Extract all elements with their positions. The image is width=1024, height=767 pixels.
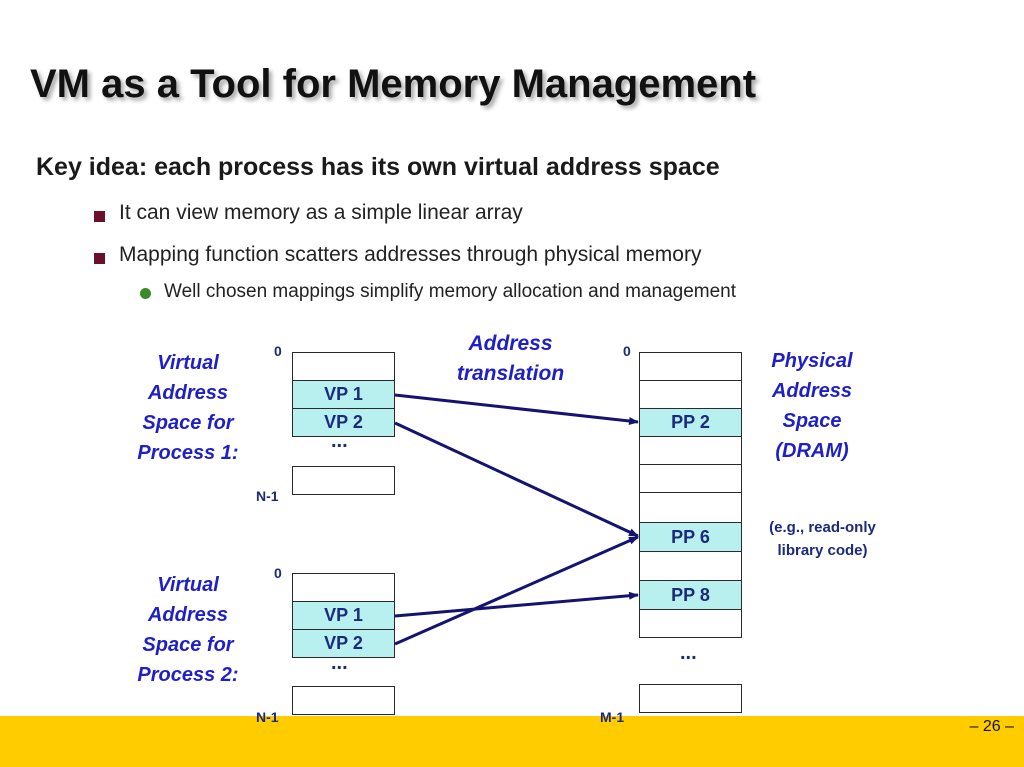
pas-pp8: PP 8 bbox=[639, 580, 742, 610]
vas1-label-line: Virtual bbox=[157, 352, 219, 374]
vas1-page-last bbox=[292, 466, 395, 495]
pas-label-line: Space bbox=[782, 410, 842, 432]
pas-label-line: Physical bbox=[771, 350, 853, 372]
bullet-square-icon bbox=[94, 211, 105, 222]
vas1-ellipsis: ... bbox=[331, 430, 348, 452]
footer-bar bbox=[0, 716, 1024, 767]
vas2-label-line: Virtual bbox=[157, 574, 219, 596]
pas-ellipsis: ... bbox=[680, 642, 697, 664]
library-code-note: (e.g., read-only library code) bbox=[750, 516, 895, 562]
pas-label-line: Address bbox=[771, 380, 853, 402]
address-translation-line: translation bbox=[456, 362, 565, 385]
sub-bullet-1: Well chosen mappings simplify memory all… bbox=[164, 281, 737, 302]
pas-page bbox=[639, 609, 742, 638]
note-line: library code) bbox=[777, 542, 868, 559]
slide-number: – 26 – bbox=[969, 718, 1014, 735]
vas1-label-line: Space for bbox=[142, 412, 234, 434]
vas2-label-line: Process 2: bbox=[137, 664, 239, 686]
vas2-label: Virtual Address Space for Process 2: bbox=[118, 570, 258, 690]
pas-pp6: PP 6 bbox=[639, 522, 742, 552]
pas-page-last bbox=[639, 684, 742, 713]
slide-title: VM as a Tool for Memory Management bbox=[30, 62, 757, 106]
vas2-label-line: Address bbox=[147, 604, 229, 626]
pas-page bbox=[639, 436, 742, 465]
arrow-p2vp2-pp6 bbox=[394, 535, 639, 646]
vas1-vp2: VP 2 bbox=[292, 408, 395, 437]
vas2-vp2: VP 2 bbox=[292, 629, 395, 658]
note-line: (e.g., read-only bbox=[769, 519, 876, 536]
bullet-dot-icon bbox=[140, 288, 151, 299]
vas1-label: Virtual Address Space for Process 1: bbox=[118, 348, 258, 468]
pas-label-line: (DRAM) bbox=[775, 440, 849, 462]
vas2-n-minus-1-label: N-1 bbox=[256, 709, 279, 725]
pas-pp2: PP 2 bbox=[639, 408, 742, 437]
vas2-zero-label: 0 bbox=[274, 565, 282, 581]
bullet-1: It can view memory as a simple linear ar… bbox=[119, 201, 523, 224]
vas1-label-line: Address bbox=[147, 382, 229, 404]
pas-page bbox=[639, 492, 742, 523]
vas2-page-last bbox=[292, 686, 395, 715]
pas-page bbox=[639, 464, 742, 493]
arrow-p2vp1-pp8 bbox=[394, 591, 639, 618]
bullet-square-icon bbox=[94, 253, 105, 264]
address-translation-line: Address bbox=[468, 332, 553, 355]
vas1-label-line: Process 1: bbox=[137, 442, 239, 464]
key-idea: Key idea: each process has its own virtu… bbox=[36, 153, 720, 181]
vas2-label-line: Space for bbox=[142, 634, 234, 656]
arrow-p1vp2-pp6 bbox=[394, 421, 639, 538]
pas-zero-label: 0 bbox=[623, 343, 631, 359]
pas-label: Physical Address Space (DRAM) bbox=[752, 346, 872, 466]
vas2-ellipsis: ... bbox=[331, 652, 348, 674]
pas-m-minus-1-label: M-1 bbox=[600, 709, 625, 725]
vas1-n-minus-1-label: N-1 bbox=[256, 488, 279, 504]
vas1-vp1: VP 1 bbox=[292, 380, 395, 409]
vas1-zero-label: 0 bbox=[274, 343, 282, 359]
vas1-page-empty bbox=[292, 352, 395, 381]
address-translation-label: Address translation bbox=[438, 329, 583, 389]
arrow-vp1-pp2 bbox=[394, 393, 639, 425]
bullet-2: Mapping function scatters addresses thro… bbox=[119, 243, 702, 266]
